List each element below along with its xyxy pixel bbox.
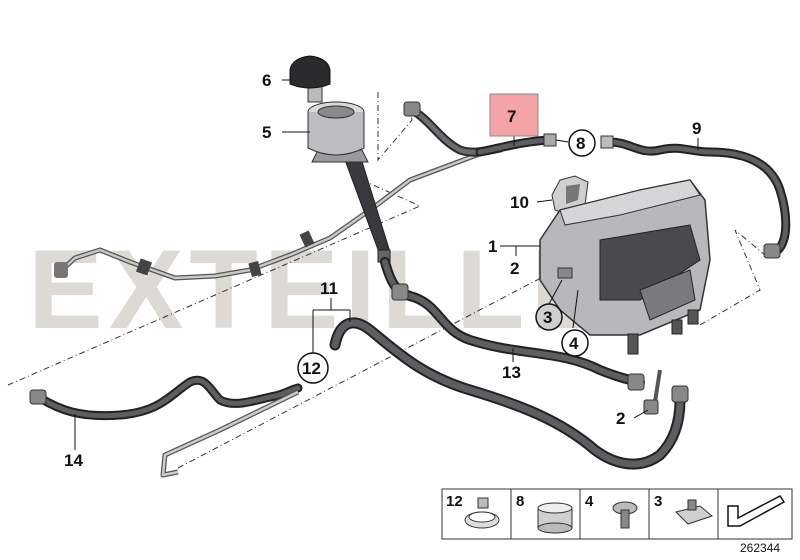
- callout-10[interactable]: 10: [510, 193, 529, 212]
- spring-nut-icon: [675, 499, 714, 525]
- legend-label-8: 8: [516, 493, 524, 510]
- leader-lines: [74, 79, 699, 450]
- part-13-hose: [380, 257, 645, 391]
- part-6-cap: [289, 55, 331, 103]
- callout-12[interactable]: 12: [302, 359, 321, 378]
- metal-line-upper: [54, 147, 491, 281]
- callout-9[interactable]: 9: [692, 119, 701, 138]
- callout-4-circle: [561, 329, 589, 357]
- callout-13[interactable]: 13: [502, 363, 521, 382]
- callout-6[interactable]: 6: [262, 71, 271, 90]
- callout-5[interactable]: 5: [262, 123, 271, 142]
- callout-3[interactable]: 3: [543, 308, 552, 327]
- part-1-tank: [539, 179, 711, 355]
- callout-8[interactable]: 8: [576, 134, 585, 153]
- callout-12-circle: [297, 352, 329, 384]
- hose-top-loop: [403, 101, 505, 157]
- callout-7[interactable]: 7: [507, 107, 516, 126]
- callout-3-circle: [535, 303, 563, 331]
- arrow-pointer-icon: [727, 495, 786, 527]
- diagram-code: 262344: [740, 541, 780, 555]
- legend-strip: 12 8 4 3: [441, 488, 793, 540]
- legend-label-4: 4: [585, 493, 594, 510]
- callout-4[interactable]: 4: [569, 334, 579, 353]
- dash-line-right: [699, 229, 766, 326]
- callout-8-circle: [568, 129, 596, 157]
- callout-1[interactable]: 1: [488, 237, 497, 256]
- legend-label-3: 3: [654, 493, 662, 510]
- callout-2-lower[interactable]: 2: [616, 409, 625, 428]
- part-12-hose: [329, 317, 689, 470]
- watermark-text: EXTEILLE: [28, 227, 611, 352]
- callout-11[interactable]: 11: [320, 279, 338, 298]
- part-14-hose: [29, 375, 303, 478]
- legend-label-12: 12: [446, 493, 463, 510]
- callout-14[interactable]: 14: [64, 451, 83, 470]
- part-7-highlight: [489, 93, 539, 137]
- part-2-fitting-lower: [643, 369, 662, 415]
- part-7-hose: [475, 133, 557, 157]
- legend-frame: [441, 488, 793, 540]
- expanding-rivet-icon: [612, 501, 638, 529]
- sleeve-clamp-icon: [537, 502, 573, 534]
- callout-2-upper[interactable]: 2: [510, 259, 519, 278]
- part-9-hose: [600, 135, 791, 259]
- hose-clamp-icon: [464, 497, 500, 529]
